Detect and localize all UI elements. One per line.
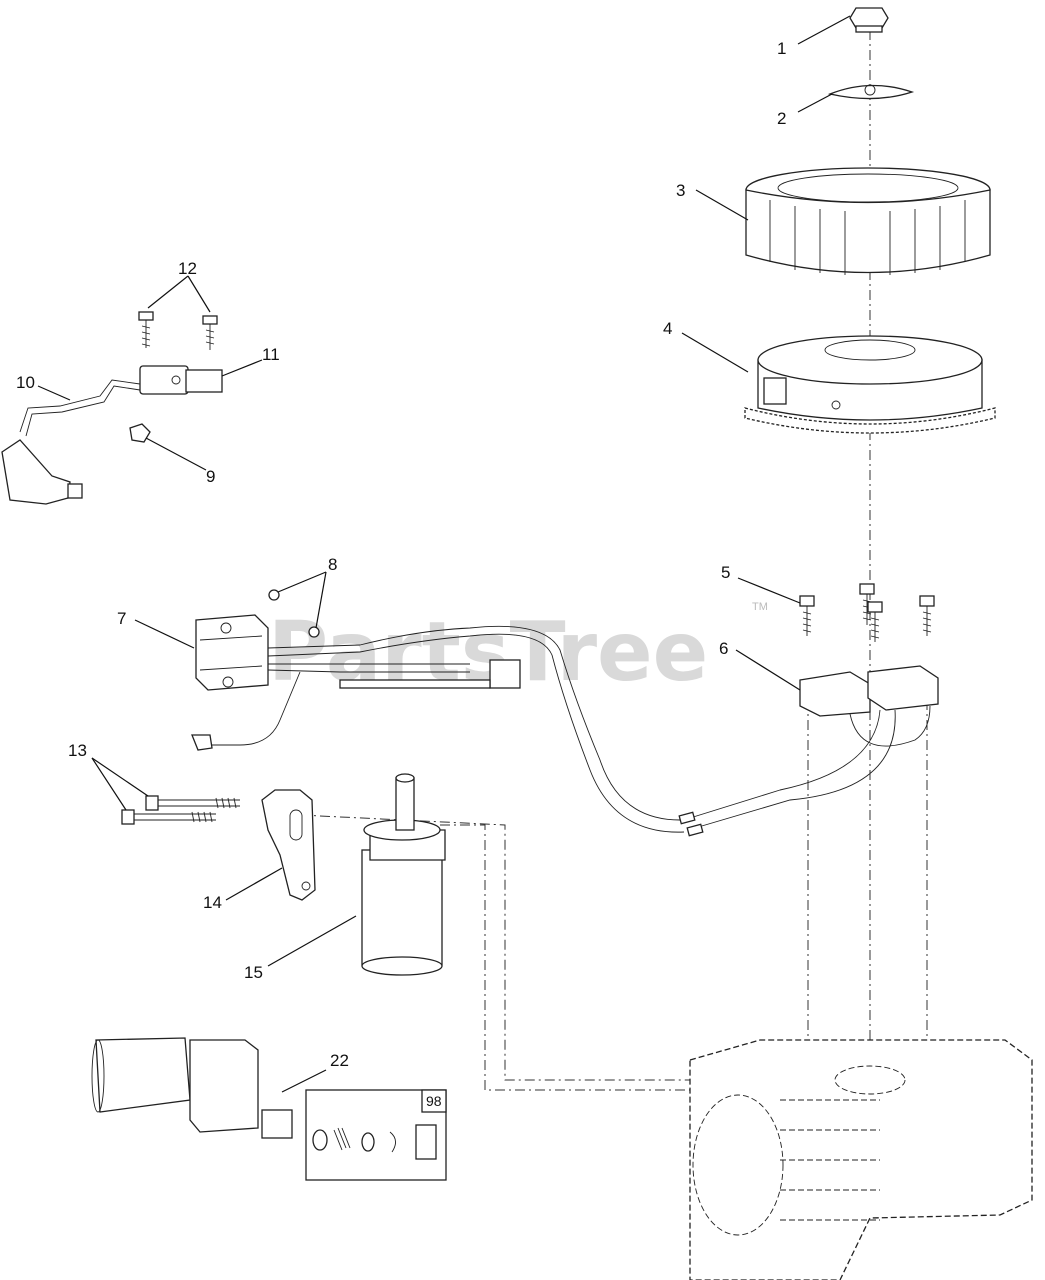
flywheel-nut-part (849, 7, 889, 33)
flywheel-part (744, 335, 996, 434)
callout-6: 6 (719, 639, 728, 658)
engine-crankcase-part (689, 1039, 1033, 1280)
starter-bracket-part (261, 789, 316, 901)
callout-leader-lines (37, 15, 851, 1093)
starter-motor-part (361, 773, 446, 976)
ignition-coil-part (139, 365, 223, 395)
cooling-fan-part (745, 167, 991, 275)
regulator-bolts-part (268, 589, 320, 638)
kit-box-number: 98 (426, 1093, 442, 1109)
callout-labels: 1 2 3 4 5 6 7 8 9 10 11 12 13 14 15 22 (16, 39, 786, 1070)
callout-13: 13 (68, 741, 87, 760)
starter-drive-kit-part: 98 (91, 1037, 447, 1181)
flywheel-washer-part (827, 84, 915, 100)
callout-5: 5 (721, 563, 730, 582)
callout-14: 14 (203, 893, 222, 912)
callout-15: 15 (244, 963, 263, 982)
callout-22: 22 (330, 1051, 349, 1070)
callout-4: 4 (663, 319, 672, 338)
spark-plug-lead-part (1, 379, 141, 505)
callout-3: 3 (676, 181, 685, 200)
ignition-coil-screws-part (138, 311, 218, 350)
callout-11: 11 (262, 345, 280, 364)
watermark-trademark: TM (752, 601, 768, 613)
callout-7: 7 (117, 609, 126, 628)
wire-clip-part (129, 423, 151, 443)
callout-12: 12 (178, 259, 197, 278)
callout-8: 8 (328, 555, 337, 574)
charging-coil-harness-part (678, 665, 939, 837)
regulator-rectifier-part (191, 614, 685, 833)
callout-1: 1 (777, 39, 786, 58)
starter-mounting-bolts-part (121, 795, 240, 825)
armature-screws-part (799, 583, 935, 642)
callout-10: 10 (16, 373, 35, 392)
callout-9: 9 (206, 467, 215, 486)
callout-2: 2 (777, 109, 786, 128)
